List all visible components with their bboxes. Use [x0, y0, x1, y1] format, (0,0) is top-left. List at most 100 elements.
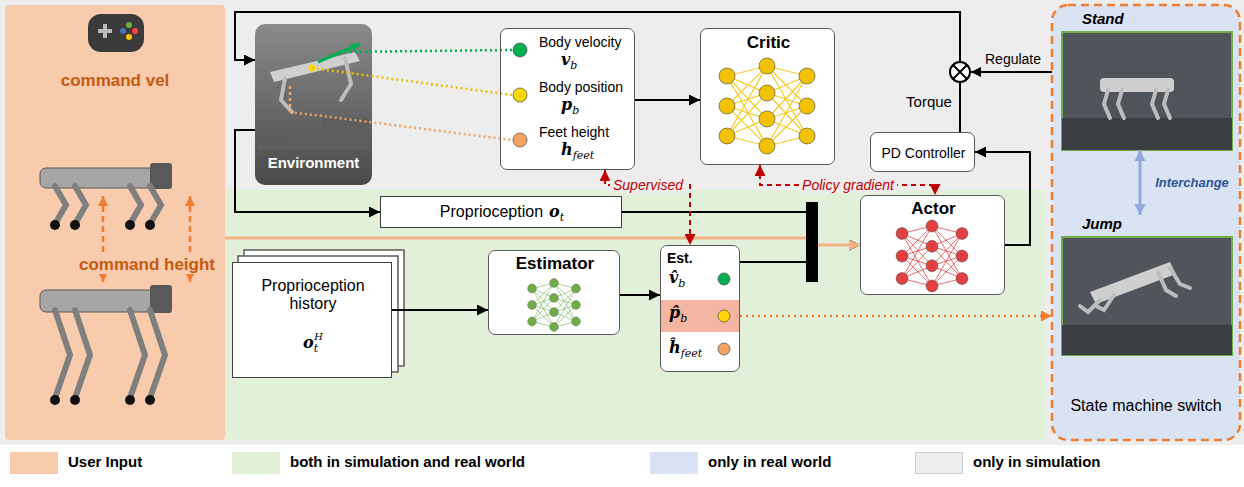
text-line: Feet height	[539, 123, 609, 141]
math-superscript: H	[314, 331, 323, 342]
estimator-box: Estimator	[488, 250, 620, 335]
command-label: command height	[77, 255, 217, 274]
node-label: Body position	[539, 79, 623, 95]
text-line: vb	[561, 50, 577, 72]
leader-lines-part	[312, 68, 512, 95]
environment-picture-part	[289, 86, 292, 112]
text-line: command height	[77, 255, 217, 275]
environment-picture-part	[255, 24, 372, 185]
multiply-symbol-part	[953, 65, 967, 79]
connector	[235, 12, 960, 132]
robot-low	[40, 163, 172, 230]
environment-picture-part	[281, 58, 351, 112]
connector	[1139, 150, 1142, 215]
legend-swatch	[10, 452, 58, 474]
robot-high-part	[50, 395, 155, 405]
gamepad-icon-part	[126, 22, 132, 28]
regions	[0, 0, 1244, 445]
jump-photo-part	[1062, 325, 1232, 355]
connector	[740, 245, 860, 262]
box-fills-part	[488, 250, 620, 335]
actor-net	[896, 220, 968, 292]
gamepad-icon	[88, 14, 144, 52]
math-subscript: b	[678, 277, 685, 290]
node-label: Proprioception history	[261, 277, 364, 312]
connector	[605, 170, 690, 245]
stand-image: Stand	[1062, 10, 1232, 150]
gamepad-icon-part	[132, 28, 138, 34]
stand-photo-part	[1062, 32, 1232, 150]
legend-swatch	[915, 452, 963, 474]
node-label: Feet height	[539, 124, 609, 140]
jump-photo-part-part	[1096, 295, 1114, 310]
legend-text: User Input	[68, 453, 142, 470]
math-symbol: ĥ	[669, 338, 681, 357]
math-subscript: t	[560, 211, 564, 224]
text-line: Body velocity	[539, 33, 621, 51]
gamepad-icon-part	[88, 14, 144, 52]
user-input-region	[5, 5, 225, 440]
text-line: Est.	[667, 249, 693, 267]
edge-label: Policy gradient	[799, 177, 897, 193]
robot-low-part-part	[130, 186, 141, 224]
connector	[225, 238, 860, 245]
regulate-arrow	[971, 71, 1052, 73]
estimate-box: Est.v̂bp̂bĥfeet	[660, 245, 740, 372]
connector	[620, 294, 660, 296]
text-line: Body position	[539, 78, 623, 96]
node-label: PD Controller	[881, 145, 965, 161]
legend-swatch	[650, 452, 698, 474]
concat-bar	[806, 202, 818, 282]
history-box: Proprioception historyotH	[232, 262, 392, 378]
robot-low-part	[150, 163, 172, 189]
environment-label: Environment	[268, 154, 360, 171]
network-title: Actor	[911, 199, 955, 218]
math-symbol: h	[561, 140, 573, 159]
math-subscript: feet	[681, 347, 703, 360]
robot-low-part-part	[150, 186, 161, 224]
state-dots-part	[718, 310, 730, 322]
box-fills-part	[870, 132, 975, 172]
text-line: Environment	[255, 154, 372, 172]
math-subscript: b	[572, 104, 579, 117]
math-subscript: b	[570, 59, 577, 72]
state-dots-part	[718, 343, 730, 355]
legend-text: only in real world	[708, 453, 831, 470]
network-title: Estimator	[516, 254, 594, 273]
node-label: Body velocity	[539, 34, 621, 50]
text-line: PD Controller	[871, 144, 976, 162]
stand-photo-part-part	[1118, 90, 1124, 118]
robot-high-part-part	[130, 310, 145, 398]
connector	[635, 99, 700, 101]
connector	[392, 309, 488, 311]
robot-high-part-part	[70, 395, 80, 405]
math-symbol: v̂	[669, 268, 678, 287]
box-fills	[232, 28, 1005, 378]
pd-controller-box: PD Controller	[870, 132, 975, 172]
connector	[740, 315, 1052, 318]
highlight-row	[661, 300, 739, 332]
text-line: Actor	[861, 199, 1006, 219]
math-symbol: o	[303, 333, 314, 352]
robot-high	[40, 285, 172, 405]
robot-low-part-part	[145, 220, 155, 230]
gamepad-icon-part	[103, 24, 107, 38]
state-box: Body velocityvbBody positionpbFeet heigh…	[500, 28, 635, 170]
text-line: Proprioceptionot	[381, 202, 623, 224]
actor-box: Actor	[860, 195, 1005, 295]
robot-low-part-part	[50, 220, 60, 230]
robot-low-part-part	[70, 220, 80, 230]
text-line: Critic	[701, 33, 836, 53]
legend-text: both in simulation and real world	[290, 453, 525, 470]
box-fills-part	[232, 262, 392, 378]
text-line: command vel	[5, 71, 225, 91]
environment-box: Environment	[255, 24, 372, 185]
robot-low-part	[40, 168, 160, 188]
stand-photo-part	[1100, 78, 1174, 92]
jump-photo-part	[1090, 262, 1176, 304]
panel-caption: State machine switch	[1070, 397, 1221, 414]
simulation-region	[0, 0, 1244, 445]
